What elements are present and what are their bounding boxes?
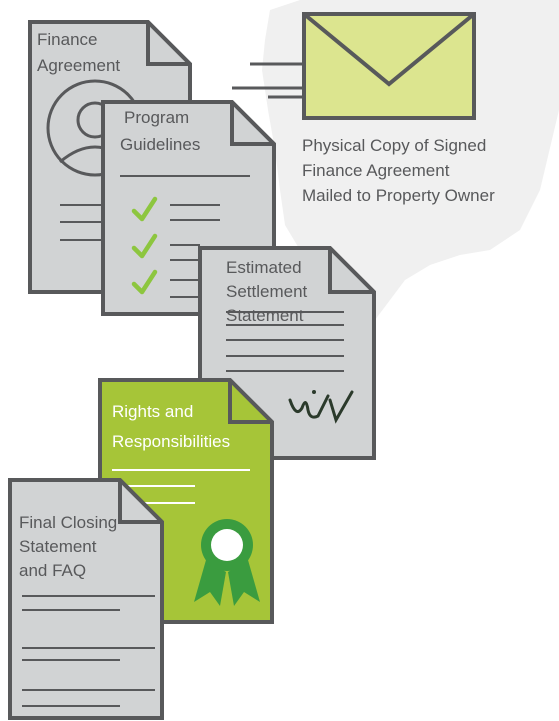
check-mark-icon (131, 233, 158, 259)
doc-title-line: Statement (226, 306, 304, 325)
doc-title-line: Agreement (37, 56, 121, 75)
finance-agreement-title: Finance Agreement (37, 29, 120, 77)
caption-line: Mailed to Property Owner (302, 186, 495, 205)
check-mark-icon (131, 196, 158, 222)
final-closing-statement-document (8, 478, 164, 720)
doc-title-line: Finance (37, 30, 98, 49)
doc-title-line: Guidelines (120, 135, 201, 154)
envelope-icon (232, 12, 476, 120)
award-ribbon-icon (194, 519, 260, 606)
final-closing-statement-title: Final Closing Statement and FAQ (19, 512, 117, 582)
doc-title-line: Estimated (226, 258, 302, 277)
doc-title-line: Final Closing (19, 513, 118, 532)
rights-and-responsibilities-title: Rights and Responsibilities (112, 401, 230, 453)
program-guidelines-title: Program Guidelines (120, 107, 200, 156)
doc-title-line: Program (124, 108, 190, 127)
doc-title-line: Settlement (226, 282, 308, 301)
doc-title-line: and FAQ (19, 561, 87, 580)
signature-icon (288, 390, 354, 424)
check-mark-icon (131, 269, 158, 295)
mail-caption: Physical Copy of Signed Finance Agreemen… (302, 133, 495, 208)
doc-title-line: Statement (19, 537, 97, 556)
doc-title-line: Responsibilities (112, 432, 231, 451)
caption-line: Finance Agreement (302, 161, 450, 180)
doc-title-line: Rights and (112, 402, 194, 421)
estimated-settlement-statement-title: Estimated Settlement Statement (226, 257, 307, 327)
caption-line: Physical Copy of Signed (302, 136, 487, 155)
